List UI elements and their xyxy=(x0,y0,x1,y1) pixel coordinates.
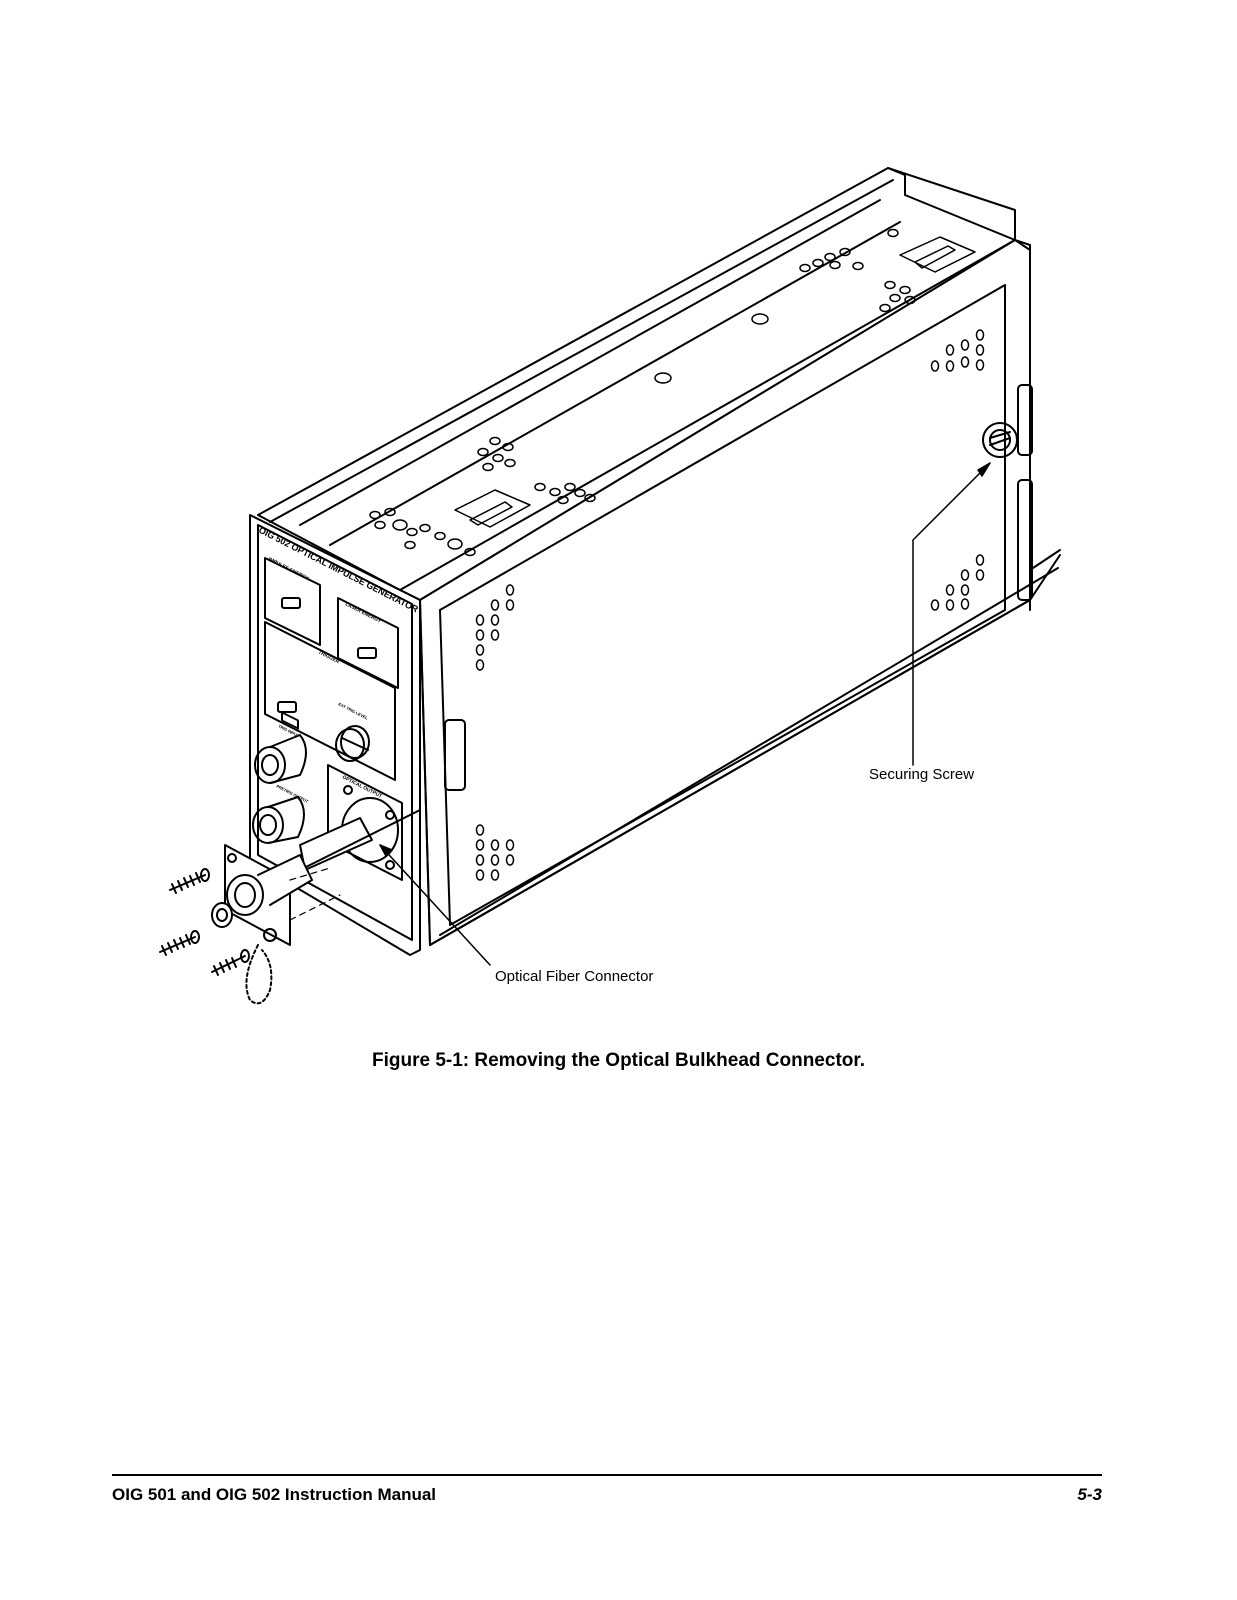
bnc-connectors xyxy=(252,734,307,844)
side-holes xyxy=(475,329,985,881)
footer-rule xyxy=(112,1474,1102,1476)
figure-caption: Figure 5-1: Removing the Optical Bulkhea… xyxy=(371,1050,866,1071)
mounting-screws xyxy=(159,868,250,976)
chassis-side-plate xyxy=(419,239,1061,946)
footer-page-number: 5-3 xyxy=(1077,1485,1102,1504)
callout-leaders xyxy=(379,462,991,966)
front-panel xyxy=(249,514,421,956)
callout-optical-fiber-connector: Optical Fiber Connector xyxy=(495,968,654,985)
securing-screw xyxy=(982,422,1018,458)
chassis-top-plate xyxy=(257,167,1016,601)
top-holes xyxy=(369,228,916,557)
callout-securing-screw: Securing Screw xyxy=(869,766,975,783)
top-slots xyxy=(454,236,976,528)
fiber-connector-assembly xyxy=(211,844,341,1005)
optical-bulkhead xyxy=(279,785,421,881)
trig-level-knob xyxy=(335,725,370,762)
footer-manual-title: OIG 501 and OIG 502 Instruction Manual xyxy=(112,1485,437,1504)
